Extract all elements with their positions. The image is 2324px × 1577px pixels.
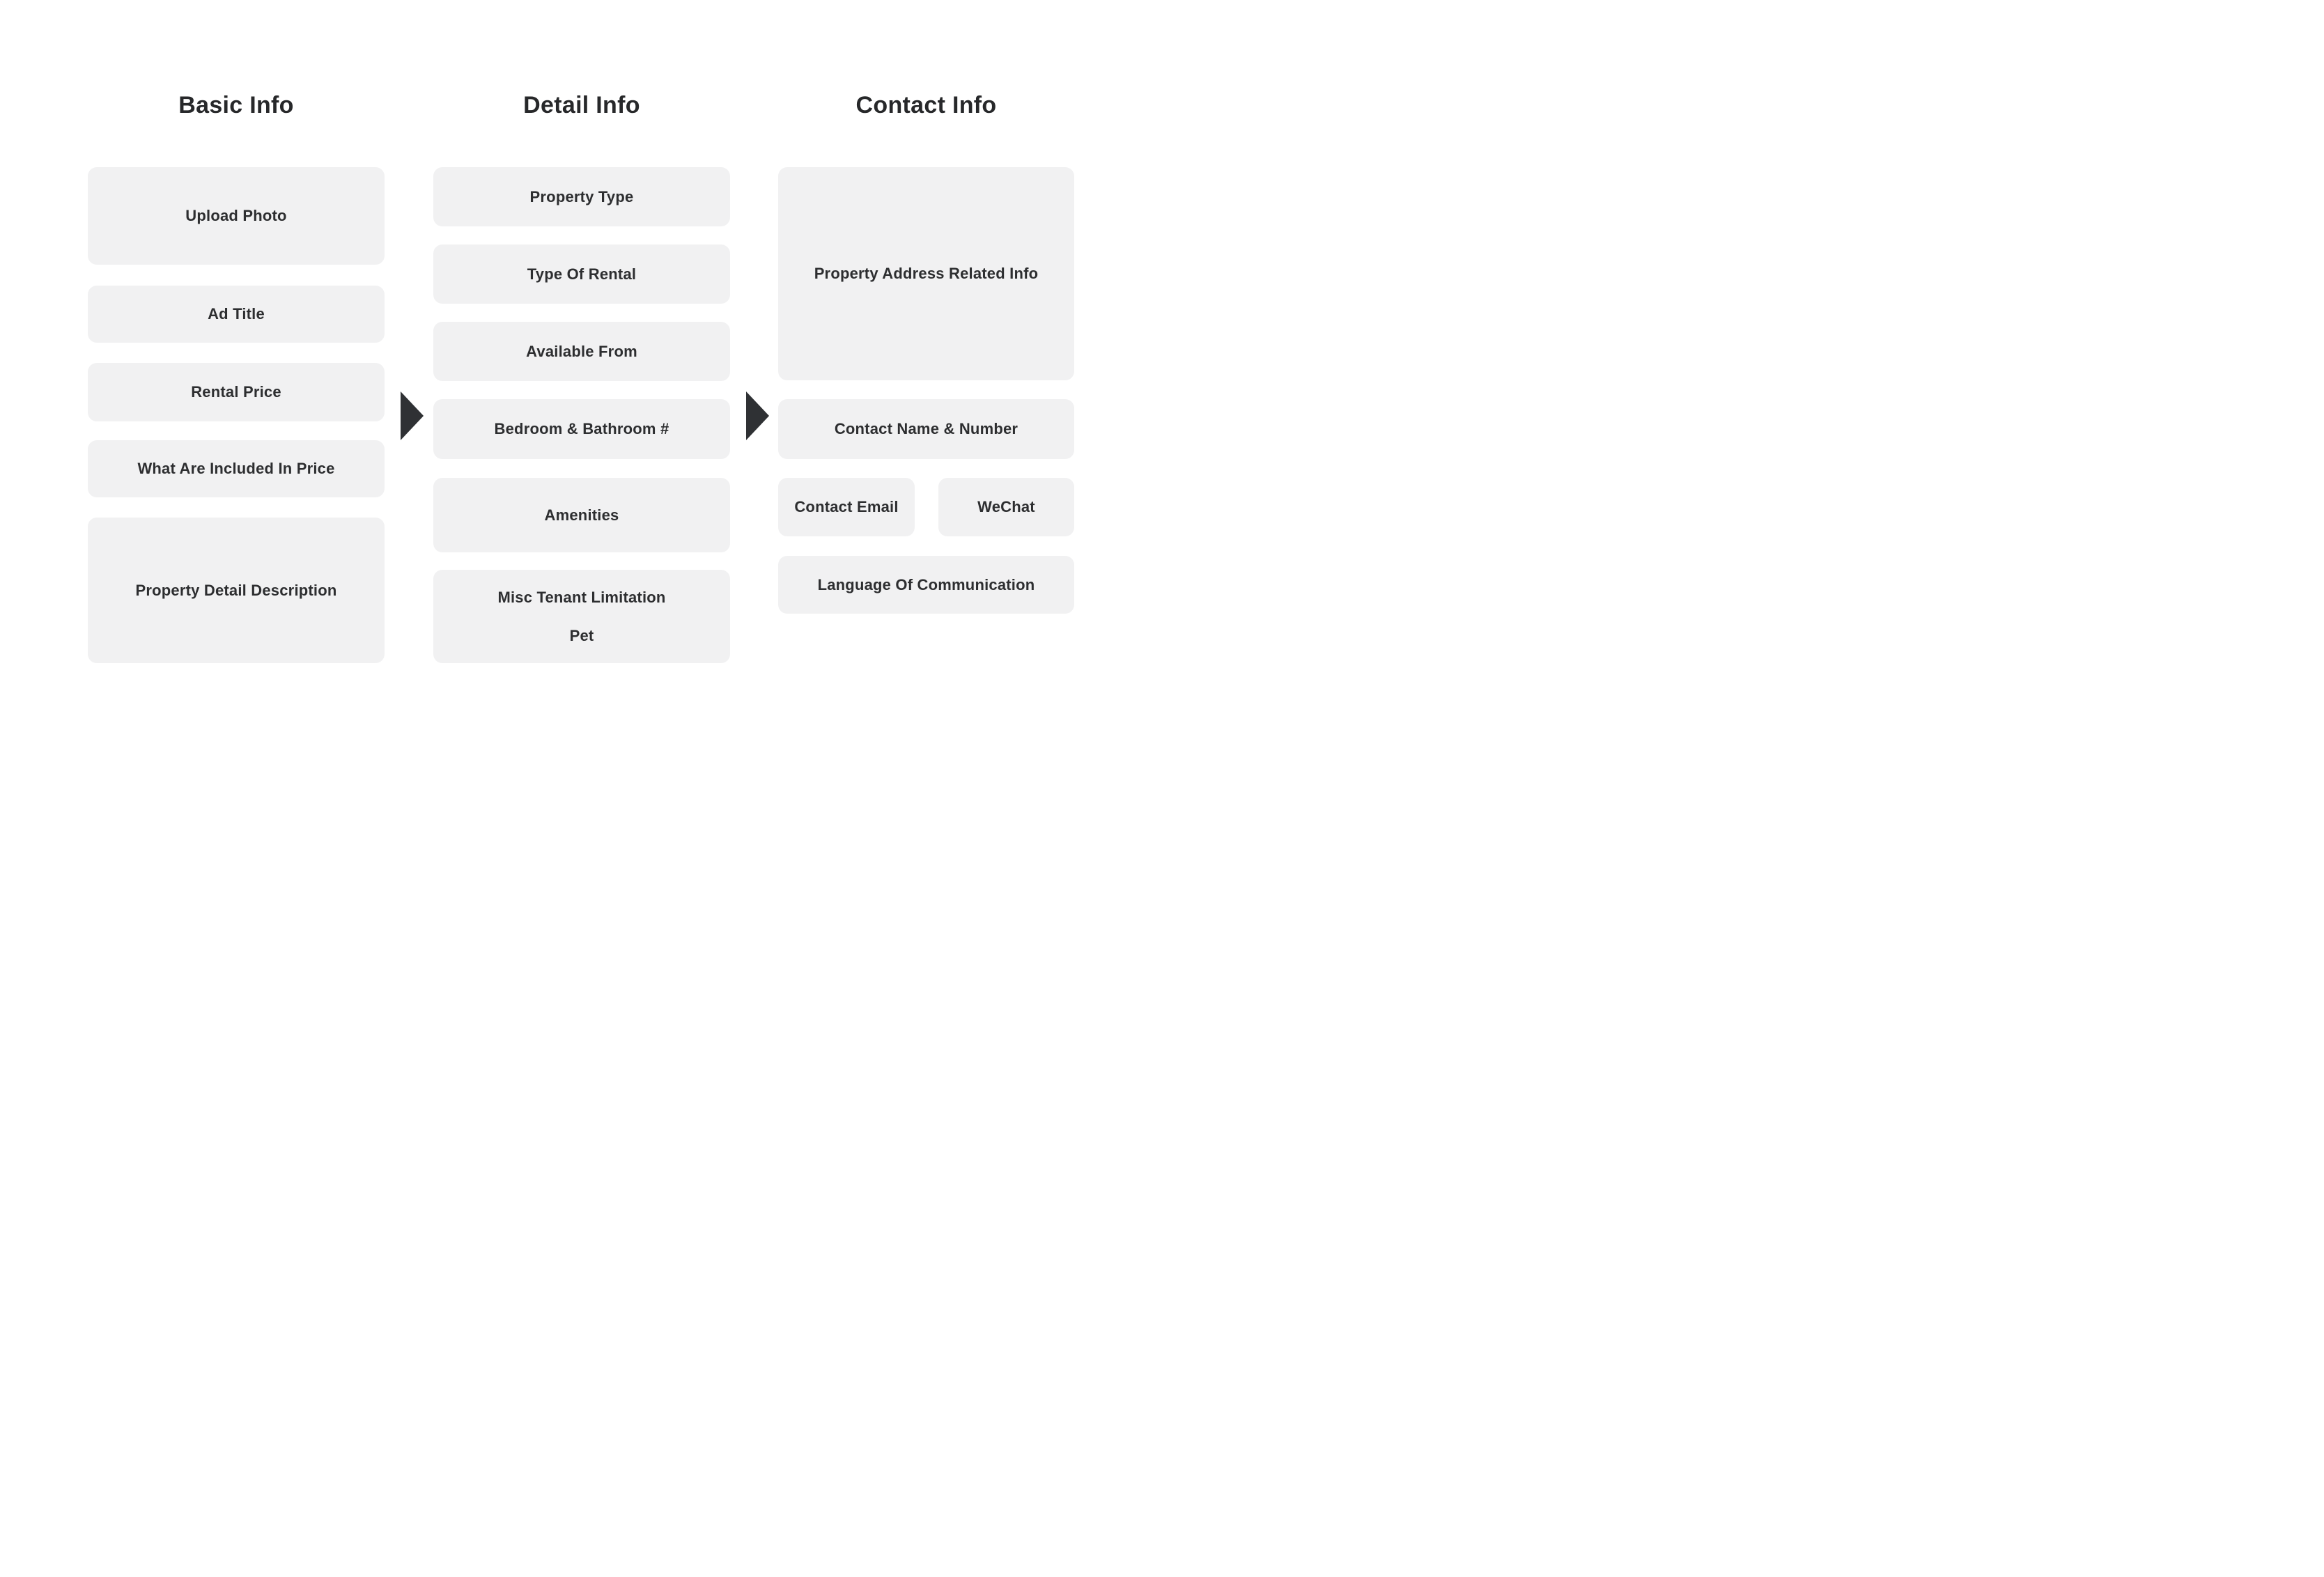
box-misc-tenant-limitation-pet: Misc Tenant Limitation Pet [433,570,730,663]
box-available-from: Available From [433,322,730,381]
box-wechat: WeChat [938,478,1074,536]
box-bedroom-bathroom-number: Bedroom & Bathroom # [433,399,730,459]
column-header-contact-info: Contact Info [855,92,997,118]
box-property-detail-description: Property Detail Description [88,518,385,663]
box-what-are-included-in-price: What Are Included In Price [88,440,385,497]
diagram-canvas: Basic Info Detail Info Contact Info Uplo… [0,0,1162,788]
column-header-basic-info: Basic Info [178,92,294,118]
box-ad-title: Ad Title [88,286,385,343]
box-language-of-communication: Language Of Communication [778,556,1074,614]
box-upload-photo: Upload Photo [88,167,385,265]
column-header-detail-info: Detail Info [523,92,640,118]
box-contact-email: Contact Email [778,478,915,536]
box-rental-price: Rental Price [88,363,385,421]
box-amenities: Amenities [433,478,730,552]
box-property-address-related-info: Property Address Related Info [778,167,1074,380]
arrow-right-icon [746,391,769,440]
box-contact-name-number: Contact Name & Number [778,399,1074,459]
box-label-line: Misc Tenant Limitation [497,589,666,606]
arrow-right-icon [401,391,424,440]
box-property-type: Property Type [433,167,730,226]
box-type-of-rental: Type Of Rental [433,244,730,304]
box-label-line: Pet [569,626,594,644]
